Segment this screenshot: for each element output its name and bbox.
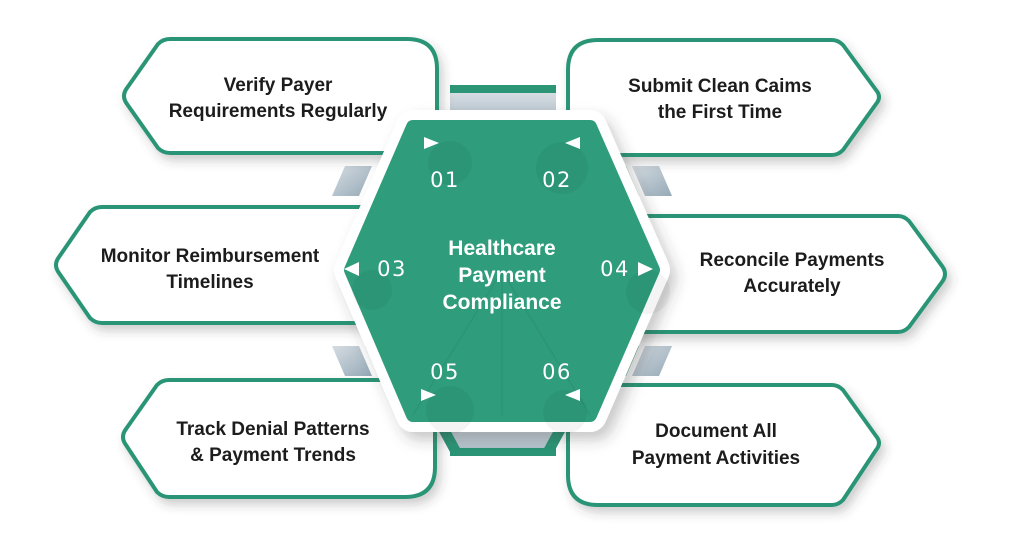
- bokeh-circle: [426, 386, 474, 434]
- step-number-02: 02: [542, 168, 572, 192]
- fold-bottom-right-mini: [542, 428, 567, 452]
- banner-label-line2: Timelines: [166, 272, 253, 293]
- bokeh-circle: [536, 142, 588, 194]
- step-number-05: 05: [430, 360, 460, 384]
- arrow-right-icon: [424, 137, 439, 149]
- step-number-06: 06: [542, 360, 572, 384]
- arrow-right-icon: [638, 262, 653, 276]
- hexagon-title-line3: Compliance: [442, 291, 561, 314]
- arrow-right-icon: [421, 389, 436, 401]
- banner-label-line1: Verify Payer: [224, 75, 333, 96]
- bokeh-circle: [352, 270, 392, 310]
- banner-label-line1: Submit Clean Caims: [628, 76, 812, 97]
- banner-label-line1: Document All: [655, 421, 777, 442]
- step-number-03: 03: [377, 257, 407, 281]
- banner-document-activities: Document All Payment Activities: [566, 383, 881, 507]
- banner-label-line2: Requirements Regularly: [169, 101, 388, 122]
- fold-silver-band: [632, 346, 672, 376]
- banner-label-line2: the First Time: [658, 102, 782, 123]
- banner-track-denial-patterns: Track Denial Patterns & Payment Trends: [121, 378, 437, 499]
- hexagon-title-line2: Payment: [458, 264, 546, 287]
- bokeh-circle: [428, 141, 472, 185]
- step-number-04: 04: [600, 257, 630, 281]
- fold-bottom-left-mini: [437, 428, 462, 452]
- fold-silver-band: [332, 166, 372, 196]
- banner-label-line1: Monitor Reimbursement: [101, 246, 320, 267]
- fold-silver-band: [332, 346, 372, 376]
- top-connector-green-cap: [450, 85, 556, 93]
- banner-shape: [122, 37, 439, 155]
- banner-label-line2: Payment Activities: [632, 448, 800, 469]
- banner-label-line2: Accurately: [743, 276, 841, 297]
- hexagon-title-line1: Healthcare: [448, 237, 555, 260]
- banner-shape: [566, 383, 881, 507]
- arrow-left-icon: [565, 389, 580, 401]
- banner-shape: [566, 38, 881, 157]
- crease-line: [412, 270, 503, 416]
- banner-verify-payer: Verify Payer Requirements Regularly: [122, 37, 439, 155]
- banner-label-line2: & Payment Trends: [190, 445, 356, 466]
- banner-submit-clean-claims: Submit Clean Caims the First Time: [566, 38, 881, 157]
- arrow-left-icon: [344, 262, 359, 276]
- central-hexagon: 01 02 03 04 05 06 Healthcare Payment Com…: [334, 110, 670, 434]
- bokeh-circle: [626, 270, 670, 314]
- fold-silver-band: [632, 166, 672, 196]
- banner-label-line1: Reconcile Payments: [700, 250, 885, 271]
- banner-label-line1: Track Denial Patterns: [176, 419, 369, 440]
- arrow-left-icon: [565, 137, 580, 149]
- bottom-connector-green-cap: [450, 448, 556, 456]
- bokeh-circle: [543, 390, 587, 434]
- step-number-01: 01: [430, 168, 460, 192]
